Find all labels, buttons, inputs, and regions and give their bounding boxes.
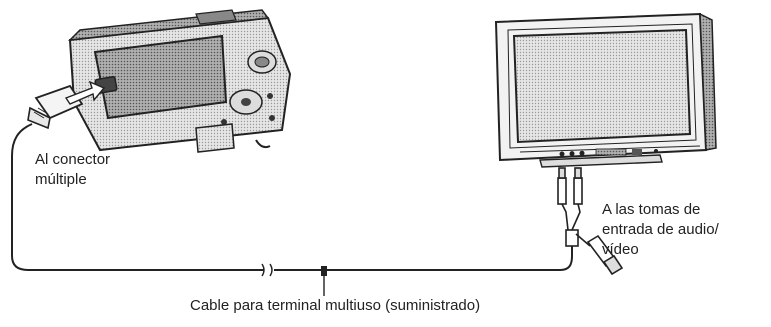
cable-right-run (274, 246, 573, 271)
cable-ferrite (565, 229, 579, 247)
tv-screen (512, 28, 692, 144)
video-plug (557, 177, 567, 205)
av-input-label: A las tomas de entrada de audio/ vídeo (602, 200, 762, 260)
av-label-line1: A las tomas de (602, 201, 701, 218)
av-label-line2: entrada de audio/ (602, 221, 719, 238)
camera-flash-housing (195, 9, 237, 25)
av-plug-split (557, 167, 624, 276)
insert-arrow (64, 80, 106, 105)
tv-front-jacks (559, 148, 658, 157)
connector-label-line1: Al conector (35, 151, 111, 168)
tv-stand (539, 154, 663, 168)
cable-break-mark (261, 263, 273, 277)
connector-label-line2: múltiple (35, 171, 87, 188)
camera-illustration (67, 9, 292, 153)
av-label-line3: vídeo (602, 241, 639, 258)
cable-label-pointer (321, 266, 327, 296)
av-cable (11, 123, 573, 277)
connector-label: Al conector múltiple (35, 150, 155, 190)
camera-port-door (195, 123, 235, 153)
multi-connector-plug (27, 80, 106, 130)
tv-illustration (494, 12, 717, 168)
cable-left-run (11, 123, 264, 271)
camera-lcd-screen (93, 34, 228, 120)
audio-plug (573, 177, 583, 205)
cable-label: Cable para terminal multiuso (suministra… (190, 297, 481, 314)
